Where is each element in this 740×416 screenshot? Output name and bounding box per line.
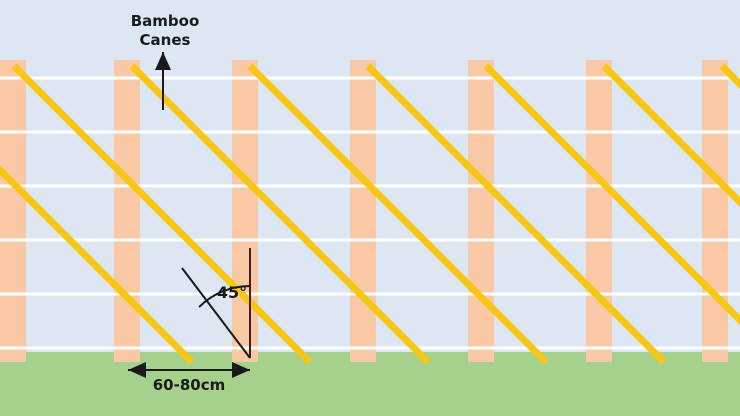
fence-post-4 [350, 60, 376, 362]
spacing-label: 60-80cm [153, 376, 226, 394]
fence-post-7 [702, 60, 728, 362]
angle-arc [198, 285, 251, 308]
bamboo-cane-3 [247, 63, 549, 365]
fence-post-3 [232, 60, 258, 362]
angle-hypotenuse-leg [181, 267, 251, 359]
fence-post-2 [114, 60, 140, 362]
bamboo-cane-group [0, 63, 740, 365]
grass-ground [0, 352, 740, 416]
bamboo-cane-6 [601, 63, 740, 207]
fence-post-6 [586, 60, 612, 362]
bamboo-cane-0 [0, 165, 195, 365]
fence-post-1 [0, 60, 26, 362]
bamboo-cane-4 [365, 63, 667, 365]
fence-post-5 [468, 60, 494, 362]
angle-label: 45° [217, 283, 247, 302]
bamboo-canes-label-line2: Canes [140, 31, 191, 49]
bamboo-cane-1 [11, 63, 313, 365]
bamboo-canes-label-line1: Bamboo [131, 12, 200, 30]
bamboo-cane-5 [483, 63, 740, 325]
bamboo-cane-2 [129, 63, 431, 365]
